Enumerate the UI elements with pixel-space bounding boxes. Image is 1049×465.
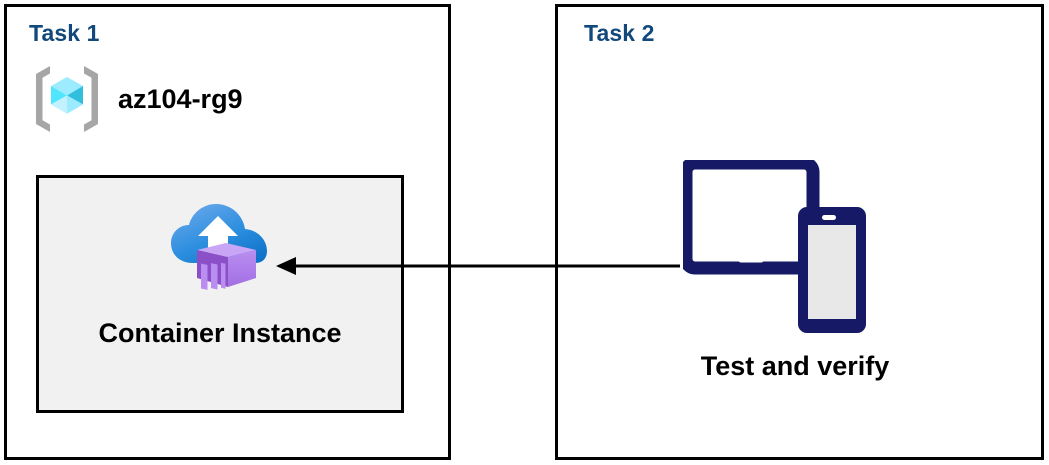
resource-group-name: az104-rg9 bbox=[118, 83, 243, 114]
container-instance-caption: Container Instance bbox=[98, 318, 342, 348]
container-instance-box: Container Instance bbox=[36, 175, 404, 413]
resource-group-row: az104-rg9 bbox=[30, 62, 243, 136]
task-2-label: Task 2 bbox=[584, 20, 655, 46]
test-and-verify-caption: Test and verify bbox=[700, 351, 890, 381]
task-1-label: Task 1 bbox=[29, 20, 100, 46]
arrow-task2-to-container-instance bbox=[276, 257, 680, 275]
resource-group-icon bbox=[36, 66, 98, 132]
devices-tablet-phone-icon bbox=[683, 160, 866, 333]
container-instance-icon bbox=[171, 204, 267, 290]
